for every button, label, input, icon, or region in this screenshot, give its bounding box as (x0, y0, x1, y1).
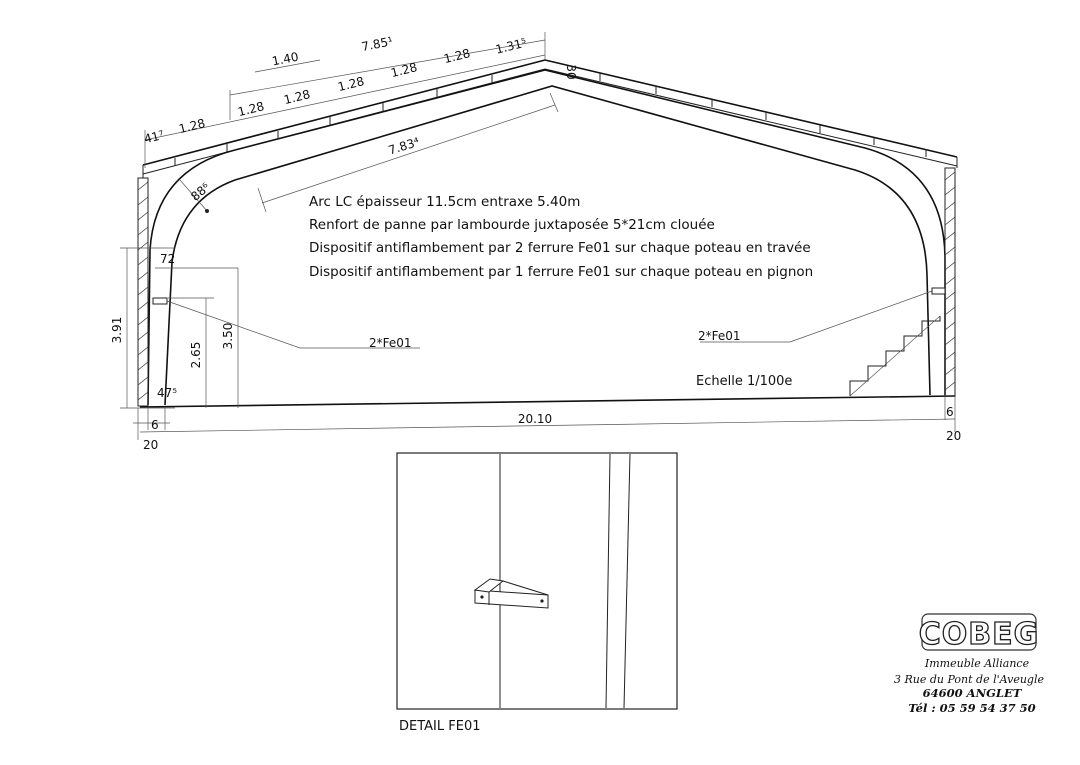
notes: Arc LC épaisseur 11.5cm entraxe 5.40m Re… (309, 194, 813, 280)
detail-label: DETAIL FE01 (399, 719, 481, 734)
dim-knee-88-6: 88⁶ (188, 180, 213, 204)
dim-base-20-right: 20 (946, 429, 961, 443)
company-logo: COBEG (918, 613, 1040, 653)
fe01-bracket-left (152, 297, 168, 305)
dim-1-40: 1.40 (271, 50, 300, 69)
note-renfort: Renfort de panne par lambourde juxtaposé… (309, 217, 715, 233)
label-fe01-left: 2*Fe01 (369, 336, 412, 350)
top-dimensions: 1.40 7.85¹ 41⁷ 1.28 1.28 1.28 1.28 1.28 … (143, 32, 578, 213)
note-arc: Arc LC épaisseur 11.5cm entraxe 5.40m (309, 194, 580, 210)
company-line3: 64600 ANGLET (923, 686, 1023, 700)
span-dimension: 20.10 6 20 (139, 396, 961, 443)
left-dimensions: 3.91 72 2.65 3.50 47⁵ 6 20 (110, 247, 239, 452)
purlin-marks-right (599, 73, 927, 157)
note-travee: Dispositif antiflambement par 2 ferrure … (309, 240, 811, 256)
detail-fe01: DETAIL FE01 (396, 452, 678, 734)
dim-seg-a: 1.28 (177, 116, 206, 136)
purlin-marks-left (174, 75, 493, 166)
fe01-bracket-right (931, 287, 946, 295)
dim-base-20-left: 20 (143, 438, 158, 452)
dim-seg-c: 1.28 (282, 87, 311, 107)
right-wall-hatch (944, 171, 956, 391)
company-line2: 3 Rue du Pont de l'Aveugle (894, 673, 1045, 686)
dim-overall-rafter: 7.85¹ (360, 34, 394, 54)
dim-seg-end: 1.31⁵ (494, 35, 528, 56)
fe01-detail-bracket (473, 578, 549, 609)
dim-inner-rafter: 7.83⁴ (387, 135, 421, 158)
arch-frame (137, 59, 958, 408)
label-fe01-right: 2*Fe01 (698, 329, 741, 343)
dim-72: 72 (160, 252, 175, 266)
company-line1: Immeuble Alliance (924, 657, 1030, 670)
dim-span: 20.10 (518, 412, 552, 426)
dim-seg-e: 1.28 (389, 60, 418, 80)
company-stamp: COBEG Immeuble Alliance 3 Rue du Pont de… (894, 613, 1045, 715)
company-phone: Tél : 05 59 54 37 50 (908, 701, 1035, 715)
dim-base-6-left: 6 (151, 418, 159, 432)
left-wall-hatch (137, 181, 149, 401)
dim-3-50: 3.50 (221, 323, 235, 350)
dim-3-91: 3.91 (110, 317, 124, 344)
svg-text:COBEG: COBEG (919, 617, 1040, 652)
dim-seg-d: 1.28 (336, 74, 365, 94)
dim-seg-b: 1.28 (236, 99, 265, 119)
dim-2-65: 2.65 (189, 342, 203, 369)
scale-label: Echelle 1/100e (696, 374, 792, 389)
stairs (849, 316, 941, 396)
dim-seg-f: 1.28 (442, 46, 471, 66)
dim-47-5: 47⁵ (157, 386, 177, 400)
dim-base-6-right: 6 (946, 405, 954, 419)
dim-41-7: 41⁷ (143, 128, 166, 146)
dim-ridge-30: 30 (564, 64, 578, 79)
fe01-leaders: 2*Fe01 2*Fe01 (166, 290, 933, 350)
note-pignon: Dispositif antiflambement par 1 ferrure … (309, 264, 813, 280)
